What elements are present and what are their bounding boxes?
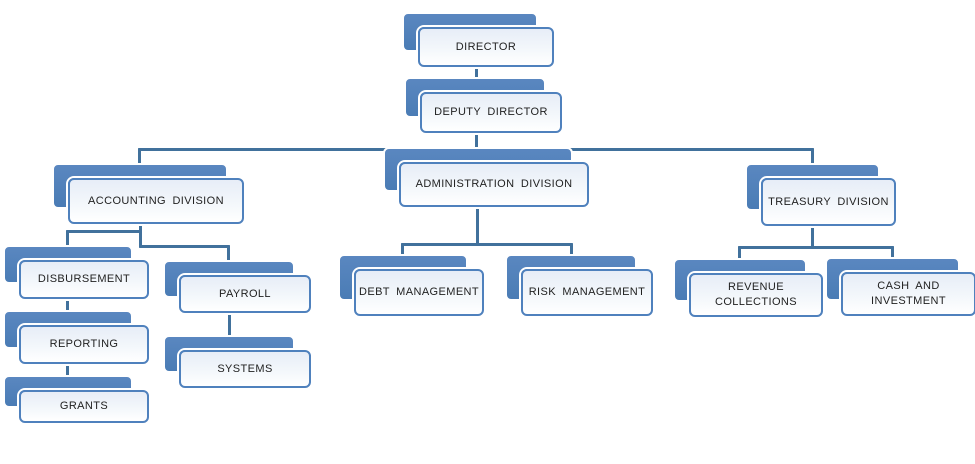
- connector-drop-debt: [401, 243, 404, 261]
- node-label: ACCOUNTING DIVISION: [88, 194, 224, 207]
- connector-payroll-systems: [228, 308, 231, 340]
- node-label-box: DIRECTOR: [418, 27, 554, 67]
- org-node-disbursement: DISBURSEMENT: [3, 245, 149, 299]
- node-label-box: TREASURY DIVISION: [761, 178, 896, 226]
- node-label-box: REPORTING: [19, 325, 149, 364]
- node-label-box: GRANTS: [19, 390, 149, 423]
- connector-accounting-right-branch: [139, 245, 230, 248]
- connector-treasury-horizontal: [738, 246, 894, 249]
- org-node-systems: SYSTEMS: [163, 335, 311, 388]
- node-label: GRANTS: [59, 400, 109, 413]
- node-label: REPORTING: [49, 338, 119, 351]
- node-label: PAYROLL: [219, 287, 271, 300]
- connector-accounting-trunk: [139, 202, 142, 248]
- org-node-reporting: REPORTING: [3, 310, 149, 364]
- connector-administration-trunk: [476, 202, 479, 246]
- connector-drop-cash: [891, 246, 894, 264]
- node-label: RISK MANAGEMENT: [528, 286, 646, 299]
- connector-accounting-left-branch: [66, 230, 142, 233]
- node-label: DIRECTOR: [455, 40, 517, 53]
- connector-reporting-grants: [66, 359, 69, 381]
- node-label: REVENUE COLLECTIONS: [714, 281, 798, 308]
- org-node-debt-management: DEBT MANAGEMENT: [338, 254, 484, 316]
- node-label-box: ACCOUNTING DIVISION: [68, 178, 244, 224]
- org-node-payroll: PAYROLL: [163, 260, 311, 313]
- org-node-risk-management: RISK MANAGEMENT: [505, 254, 653, 316]
- node-label-box: DISBURSEMENT: [19, 260, 149, 299]
- org-node-grants: GRANTS: [3, 375, 149, 423]
- org-node-director: DIRECTOR: [402, 12, 554, 67]
- connector-deputy-trunk: [475, 118, 478, 151]
- node-label: SYSTEMS: [217, 362, 273, 375]
- node-label-box: ADMINISTRATION DIVISION: [399, 162, 589, 207]
- connector-drop-treasury: [811, 148, 814, 170]
- org-node-accounting-division: ACCOUNTING DIVISION: [52, 163, 244, 224]
- node-label-box: SYSTEMS: [179, 350, 311, 388]
- node-label-box: REVENUE COLLECTIONS: [689, 273, 823, 317]
- node-label: DEPUTY DIRECTOR: [434, 106, 548, 119]
- node-label: DEBT MANAGEMENT: [358, 286, 480, 299]
- connector-drop-revenue: [738, 246, 741, 264]
- connector-disbursement-reporting: [66, 294, 69, 316]
- node-label: TREASURY DIVISION: [768, 195, 889, 208]
- connector-drop-risk: [570, 243, 573, 261]
- connector-drop-payroll: [227, 245, 230, 267]
- node-label: CASH AND INVESTMENT: [871, 280, 946, 307]
- node-label: DISBURSEMENT: [37, 273, 131, 286]
- node-label-box: PAYROLL: [179, 275, 311, 313]
- node-label: ADMINISTRATION DIVISION: [415, 178, 573, 191]
- node-label-box: DEPUTY DIRECTOR: [420, 92, 562, 133]
- connector-drop-disbursement: [66, 230, 69, 252]
- org-node-cash-and-investment: CASH AND INVESTMENT: [825, 257, 975, 316]
- connector-drop-accounting: [138, 148, 141, 170]
- connector-admin-horizontal: [401, 243, 573, 246]
- org-node-administration-division: ADMINISTRATION DIVISION: [383, 147, 589, 207]
- node-label-box: CASH AND INVESTMENT: [841, 272, 975, 316]
- node-label-box: DEBT MANAGEMENT: [354, 269, 484, 316]
- node-label-box: RISK MANAGEMENT: [521, 269, 653, 316]
- org-node-revenue-collections: REVENUE COLLECTIONS: [673, 258, 823, 317]
- org-node-treasury-division: TREASURY DIVISION: [745, 163, 896, 226]
- org-node-deputy-director: DEPUTY DIRECTOR: [404, 77, 562, 133]
- connector-treasury-trunk: [811, 220, 814, 249]
